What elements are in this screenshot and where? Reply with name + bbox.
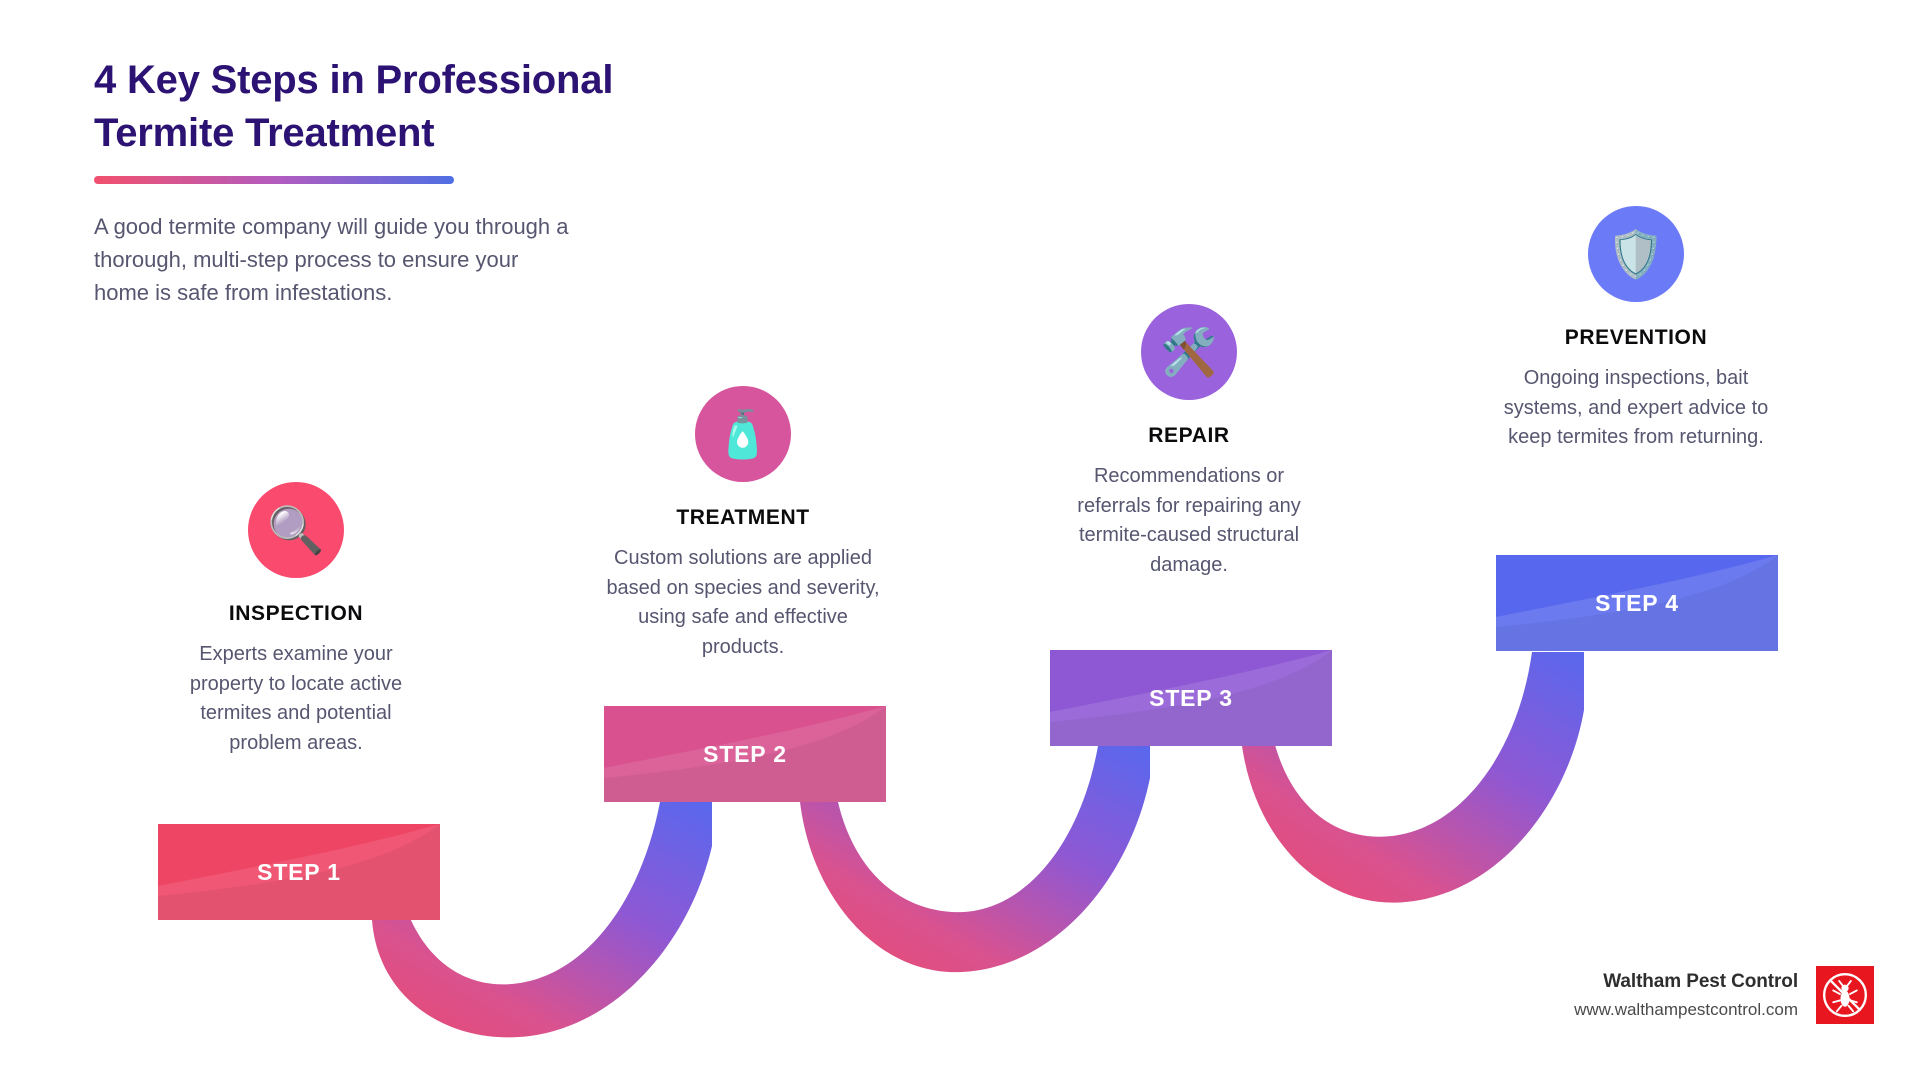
page-title: 4 Key Steps in Professional Termite Trea… bbox=[94, 54, 714, 160]
step-3-banner-label: STEP 3 bbox=[1149, 684, 1233, 711]
step-4-banner[interactable]: STEP 4 bbox=[1496, 555, 1778, 651]
lotion-bottle-icon: 🧴 bbox=[714, 408, 772, 460]
step-3-title: REPAIR bbox=[1148, 424, 1230, 447]
step-column-1: 🔍 INSPECTION Experts examine your proper… bbox=[146, 482, 446, 758]
step-1-banner[interactable]: STEP 1 bbox=[158, 824, 440, 920]
step-4-title: PREVENTION bbox=[1564, 326, 1708, 349]
step-2-description: Custom solutions are applied based on sp… bbox=[606, 547, 880, 658]
step-3-icon-circle: 🛠️ bbox=[1141, 304, 1237, 400]
step-1-icon-circle: 🔍 bbox=[248, 482, 344, 578]
step-2-icon-circle: 🧴 bbox=[695, 386, 791, 482]
footer-text-block: Waltham Pest Control www.walthampestcont… bbox=[1574, 971, 1798, 1020]
hammer-and-wrench-icon: 🛠️ bbox=[1160, 326, 1218, 378]
step-4-banner-label: STEP 4 bbox=[1595, 589, 1679, 616]
step-3-description: Recommendations or referrals for repairi… bbox=[1077, 465, 1301, 576]
gradient-divider bbox=[94, 175, 454, 184]
step-column-4: 🛡️ PREVENTION Ongoing inspections, bait … bbox=[1486, 206, 1786, 453]
step-column-2: 🧴 TREATMENT Custom solutions are applied… bbox=[593, 386, 893, 662]
step-4-icon-circle: 🛡️ bbox=[1588, 206, 1684, 302]
company-name: Waltham Pest Control bbox=[1603, 970, 1798, 992]
step-1-banner-label: STEP 1 bbox=[257, 858, 341, 885]
step-3-banner[interactable]: STEP 3 bbox=[1050, 650, 1332, 746]
step-column-3: 🛠️ REPAIR Recommendations or referrals f… bbox=[1039, 304, 1339, 580]
footer-branding: Waltham Pest Control www.walthampestcont… bbox=[1574, 966, 1874, 1024]
ribbon-segment-1 bbox=[300, 802, 712, 1038]
company-website[interactable]: www.walthampestcontrol.com bbox=[1574, 999, 1798, 1019]
header-block: 4 Key Steps in Professional Termite Trea… bbox=[94, 54, 714, 310]
step-2-title: TREATMENT bbox=[676, 506, 810, 529]
magnifying-glass-icon: 🔍 bbox=[267, 504, 325, 556]
step-2-banner-label: STEP 2 bbox=[703, 740, 787, 767]
ribbon-segment-2 bbox=[748, 746, 1150, 973]
step-1-title: INSPECTION bbox=[228, 602, 364, 625]
intro-paragraph: A good termite company will guide you th… bbox=[94, 213, 569, 306]
ribbon-segment-3 bbox=[1190, 652, 1584, 903]
no-pest-logo bbox=[1816, 966, 1874, 1024]
step-1-description: Experts examine your property to locate … bbox=[189, 643, 403, 754]
page-title-line-2: Termite Treatment bbox=[94, 110, 435, 155]
step-2-banner[interactable]: STEP 2 bbox=[604, 706, 886, 802]
step-4-description: Ongoing inspections, bait systems, and e… bbox=[1503, 367, 1769, 449]
page-title-line-1: 4 Key Steps in Professional bbox=[94, 58, 614, 102]
shield-icon: 🛡️ bbox=[1607, 228, 1665, 280]
